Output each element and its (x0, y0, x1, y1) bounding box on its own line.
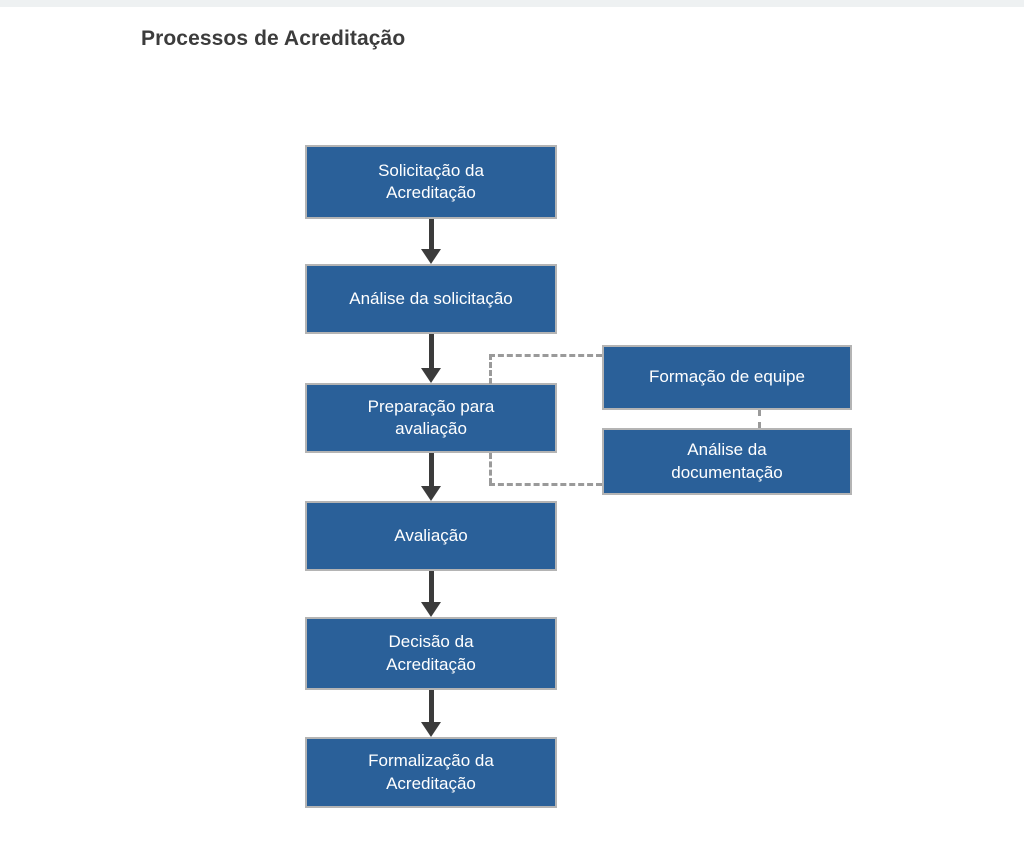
dashed-connector-between-side-nodes (758, 410, 761, 428)
arrow-shaft (428, 219, 434, 251)
flow-node-label: Análise da solicitação (349, 288, 513, 308)
arrow-shaft (428, 571, 434, 604)
top-strip (0, 0, 1024, 7)
arrow-head (421, 602, 441, 617)
flow-node-label: Preparação para avaliação (367, 396, 495, 438)
side-node-analise-documentacao[interactable]: Análise da documentação (602, 428, 852, 495)
dashed-connector-bottom-vertical (489, 453, 492, 484)
flow-node-analise-solicitacao[interactable]: Análise da solicitação (305, 264, 557, 334)
page-title: Processos de Acreditação (141, 27, 406, 50)
arrow-head (421, 249, 441, 264)
arrow-shaft (428, 690, 434, 724)
flow-node-solicitacao[interactable]: Solicitação da Acreditação (305, 145, 557, 219)
arrow-shaft (428, 334, 434, 370)
flow-node-label: Formalização da Acreditação (368, 751, 494, 793)
side-node-label: Análise da documentação (671, 440, 783, 482)
flow-node-label: Solicitação da Acreditação (378, 160, 484, 202)
side-node-formacao-equipe[interactable]: Formação de equipe (602, 345, 852, 410)
flow-node-formalizacao[interactable]: Formalização da Acreditação (305, 737, 557, 808)
side-node-label: Formação de equipe (649, 367, 805, 387)
dashed-connector-top-horizontal (489, 354, 602, 357)
flow-node-label: Avaliação (394, 525, 468, 545)
flow-node-label: Decisão da Acreditação (386, 632, 476, 674)
flow-node-preparacao[interactable]: Preparação para avaliação (305, 383, 557, 453)
arrow-head (421, 368, 441, 383)
flow-node-decisao[interactable]: Decisão da Acreditação (305, 617, 557, 690)
flow-node-avaliacao[interactable]: Avaliação (305, 501, 557, 571)
dashed-connector-top-vertical (489, 354, 492, 384)
dashed-connector-bottom-horizontal (489, 483, 602, 486)
arrow-head (421, 486, 441, 501)
arrow-head (421, 722, 441, 737)
arrow-shaft (428, 453, 434, 488)
